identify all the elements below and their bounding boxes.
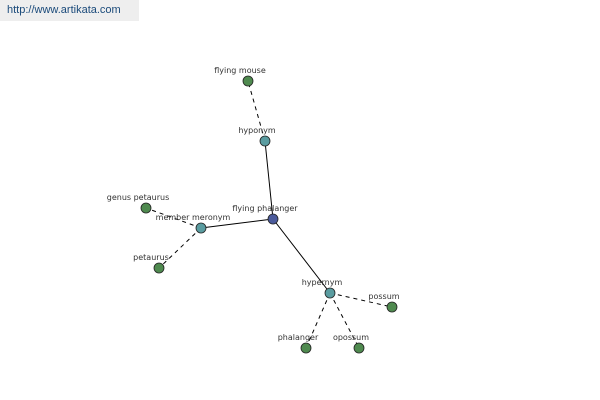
label-relation-member-meronym: member meronym — [156, 213, 231, 222]
node-relation-member-meronym[interactable] — [195, 222, 207, 234]
edge-member-meronym-petaurus — [158, 227, 202, 269]
node-term-petaurus[interactable] — [153, 262, 165, 274]
node-term-phalanger[interactable] — [300, 342, 312, 354]
edge-hyponym-flying-mouse — [247, 80, 266, 142]
graph-edges — [145, 80, 393, 349]
graph-labels: flying phalanger hyponym flying mouse membe… — [107, 66, 400, 342]
edge-hypernym-opossum — [329, 292, 360, 349]
edge-root-member-meronym — [200, 218, 274, 229]
label-relation-hyponym: hyponym — [238, 126, 276, 135]
edge-member-meronym-genus-petaurus — [145, 207, 202, 229]
label-relation-hypernym: hypernym — [302, 278, 343, 287]
label-term-opossum: opossum — [333, 333, 369, 342]
edge-root-hyponym — [264, 140, 274, 220]
label-term-genus-petaurus: genus petaurus — [107, 193, 170, 202]
edge-root-hypernym — [272, 218, 331, 294]
node-term-flying-mouse[interactable] — [242, 75, 254, 87]
node-term-opossum[interactable] — [353, 342, 365, 354]
node-term-possum[interactable] — [386, 301, 398, 313]
label-root-flying-phalanger: flying phalanger — [232, 204, 298, 213]
node-relation-hyponym[interactable] — [259, 135, 271, 147]
label-term-possum: possum — [368, 292, 399, 301]
node-root-flying-phalanger[interactable] — [267, 213, 279, 225]
label-term-petaurus: petaurus — [133, 253, 169, 262]
node-term-genus-petaurus[interactable] — [140, 202, 152, 214]
edge-hypernym-possum — [329, 292, 393, 308]
url-text[interactable]: http://www.artikata.com — [0, 0, 139, 21]
edge-hypernym-phalanger — [305, 292, 331, 349]
label-term-flying-mouse: flying mouse — [214, 66, 266, 75]
label-term-phalanger: phalanger — [278, 333, 319, 342]
graph-nodes — [140, 75, 398, 354]
node-relation-hypernym[interactable] — [324, 287, 336, 299]
